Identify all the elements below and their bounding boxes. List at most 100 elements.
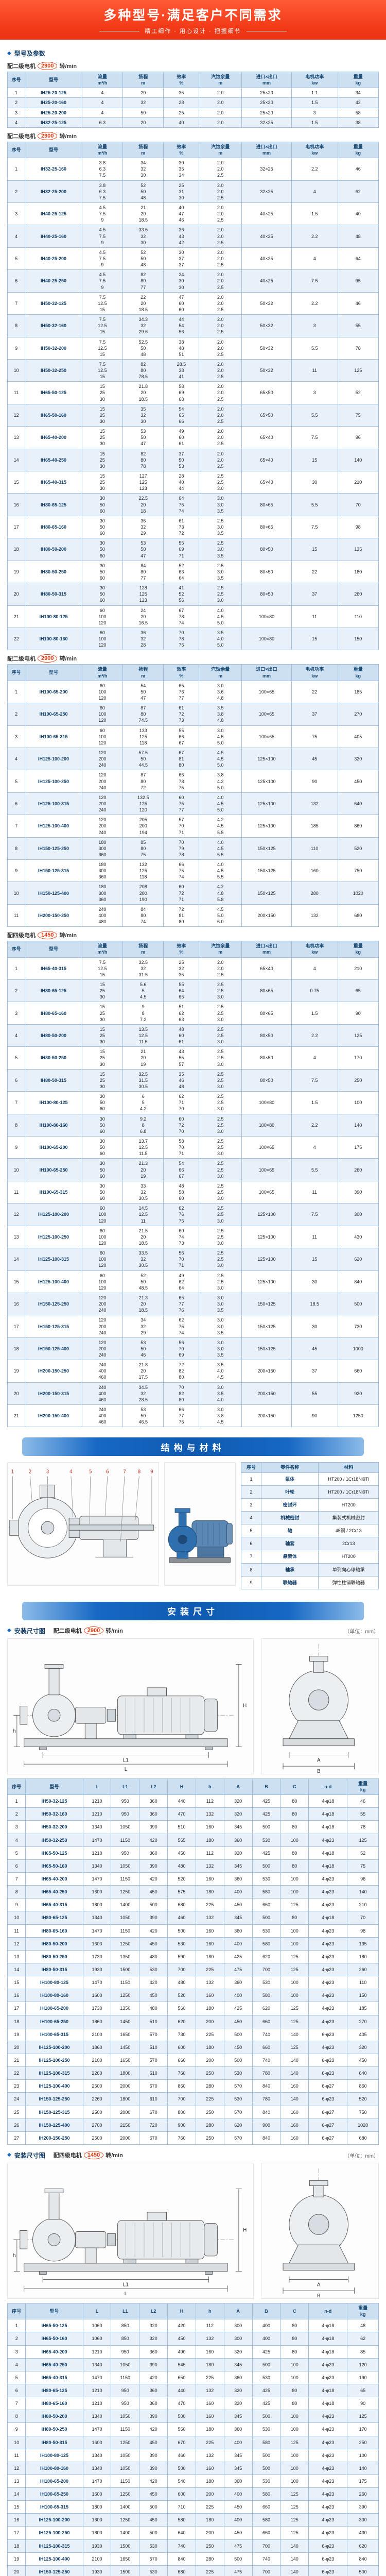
table-cell: IH50-32-200 [25, 1820, 83, 1834]
table-cell: IH200-150-250 [25, 2131, 83, 2145]
table-cell: 1050 [111, 2410, 140, 2424]
table-cell: 132 125 118 [122, 859, 164, 883]
speed-badge: 1450 [38, 931, 58, 940]
table-cell: 250 [195, 2105, 224, 2119]
table-cell: 205 200 194 [122, 815, 164, 838]
table-cell: 53 50 46 [122, 1337, 164, 1361]
table-cell: 520 [167, 1989, 196, 2003]
table-cell: 2.0 [199, 88, 242, 98]
table-cell: 132 [195, 2448, 224, 2462]
table-cell: 1250 [111, 1885, 140, 1899]
table-cell: 30 37 37 [163, 247, 200, 270]
table-cell: 1340 [82, 1911, 112, 1925]
table-cell: 590 [167, 1950, 196, 1963]
table-cell: 32.5 31.5 30.5 [122, 1069, 164, 1092]
table-cell: 400 [252, 2332, 281, 2346]
table-cell: 7 [7, 2397, 26, 2411]
table-cell: 7.5 [291, 1069, 338, 1092]
table-cell: 390 [139, 2461, 168, 2475]
column-header: 扬程 m [122, 141, 164, 159]
table-cell: 120 200 240 [81, 747, 124, 771]
speed-badge: 2900 [38, 654, 58, 663]
table-cell: 8 [7, 1885, 26, 1899]
table-cell: 34 32 29 [122, 1315, 164, 1338]
table-cell: 400 [252, 2319, 281, 2333]
table-cell: 44 54 56 [163, 314, 200, 337]
table-cell: 420 [139, 1872, 168, 1886]
table-cell: 360 [139, 1794, 168, 1808]
table-cell: 19 [7, 2027, 26, 2041]
table-cell: 400 [223, 1937, 253, 1951]
table-cell: 4.0 4.5 5.5 [199, 837, 242, 860]
table-cell: 21 [7, 1404, 26, 1428]
table-cell: 35 32 30 [122, 403, 164, 427]
table-cell: 52 50 48.5 [122, 1270, 164, 1293]
table-cell: 15 25 30 [81, 1069, 124, 1092]
table-cell: 64 [337, 247, 379, 270]
table-cell: 360 [139, 1846, 168, 1860]
table-cell: 10 [7, 1911, 26, 1925]
column-header: 序号 [240, 1462, 262, 1473]
table-cell: 2.0 2.0 2.5 [199, 403, 242, 427]
table-cell: 680 [167, 2565, 196, 2576]
table-cell: 20 [7, 2565, 26, 2576]
table-cell: 530 [252, 1833, 281, 1847]
table-cell: 60 75 77 [163, 792, 200, 816]
table-cell: 100 [280, 1989, 309, 2003]
table-cell: 6.3 [81, 117, 124, 128]
table-cell: 6-φ27 [308, 2105, 348, 2119]
table-cell: 1 [7, 158, 26, 181]
table-cell: 21.8 20 18.5 [122, 381, 164, 404]
caption-prefix: 配四级电机 [53, 2153, 82, 2159]
table-cell: 950 [111, 2397, 140, 2411]
column-header: H [167, 1778, 196, 1795]
table-cell: 390 [139, 2410, 168, 2424]
table-cell: 425 [223, 1950, 253, 1963]
table-cell: 7.5 12.5 15 [81, 314, 124, 337]
table-cell: 4.5 5.0 6.0 [199, 904, 242, 927]
table-cell: 7.5 [291, 515, 338, 539]
column-header: 效率 % [163, 941, 200, 958]
table-cell: 60 100 120 [81, 627, 124, 651]
install-figures-2900: L L1 H h [7, 1638, 379, 1774]
table-cell: 4-φ18 [308, 2397, 348, 2411]
table-cell: 15 [7, 2500, 26, 2514]
unit-note: （单位：mm） [344, 1629, 379, 1635]
table-cell: 780 [252, 2066, 281, 2080]
table-cell: 840 [337, 1270, 379, 1293]
table-cell: 90 [291, 1404, 338, 1428]
table-cell: 140 [337, 448, 379, 472]
table-cell: 950 [111, 1794, 140, 1808]
table-cell: 37 [291, 583, 338, 606]
table-cell: 500 [223, 2053, 253, 2067]
table-cell: 4-φ23 [308, 1885, 348, 1899]
table-cell: 4-φ23 [308, 2448, 348, 2462]
table-cell: 120 200 240 [81, 1337, 124, 1361]
table-cell: 240 400 480 [81, 904, 124, 927]
table-cell: 5.5 [291, 336, 338, 360]
column-header: 扬程 m [122, 664, 164, 681]
table-cell: 20 [7, 2040, 26, 2054]
table-cell: 125 [280, 1962, 309, 1977]
table-cell: 54 65 66 [163, 403, 200, 427]
table-cell: 240 400 460 [81, 1360, 124, 1383]
table-cell: 2.5 3.0 3.5 [199, 538, 242, 561]
table-cell: 7.5 [291, 1203, 338, 1226]
table-cell: 150 [337, 627, 379, 651]
table-cell: 4 [291, 1136, 338, 1159]
table-cell: 9 [7, 1136, 26, 1159]
